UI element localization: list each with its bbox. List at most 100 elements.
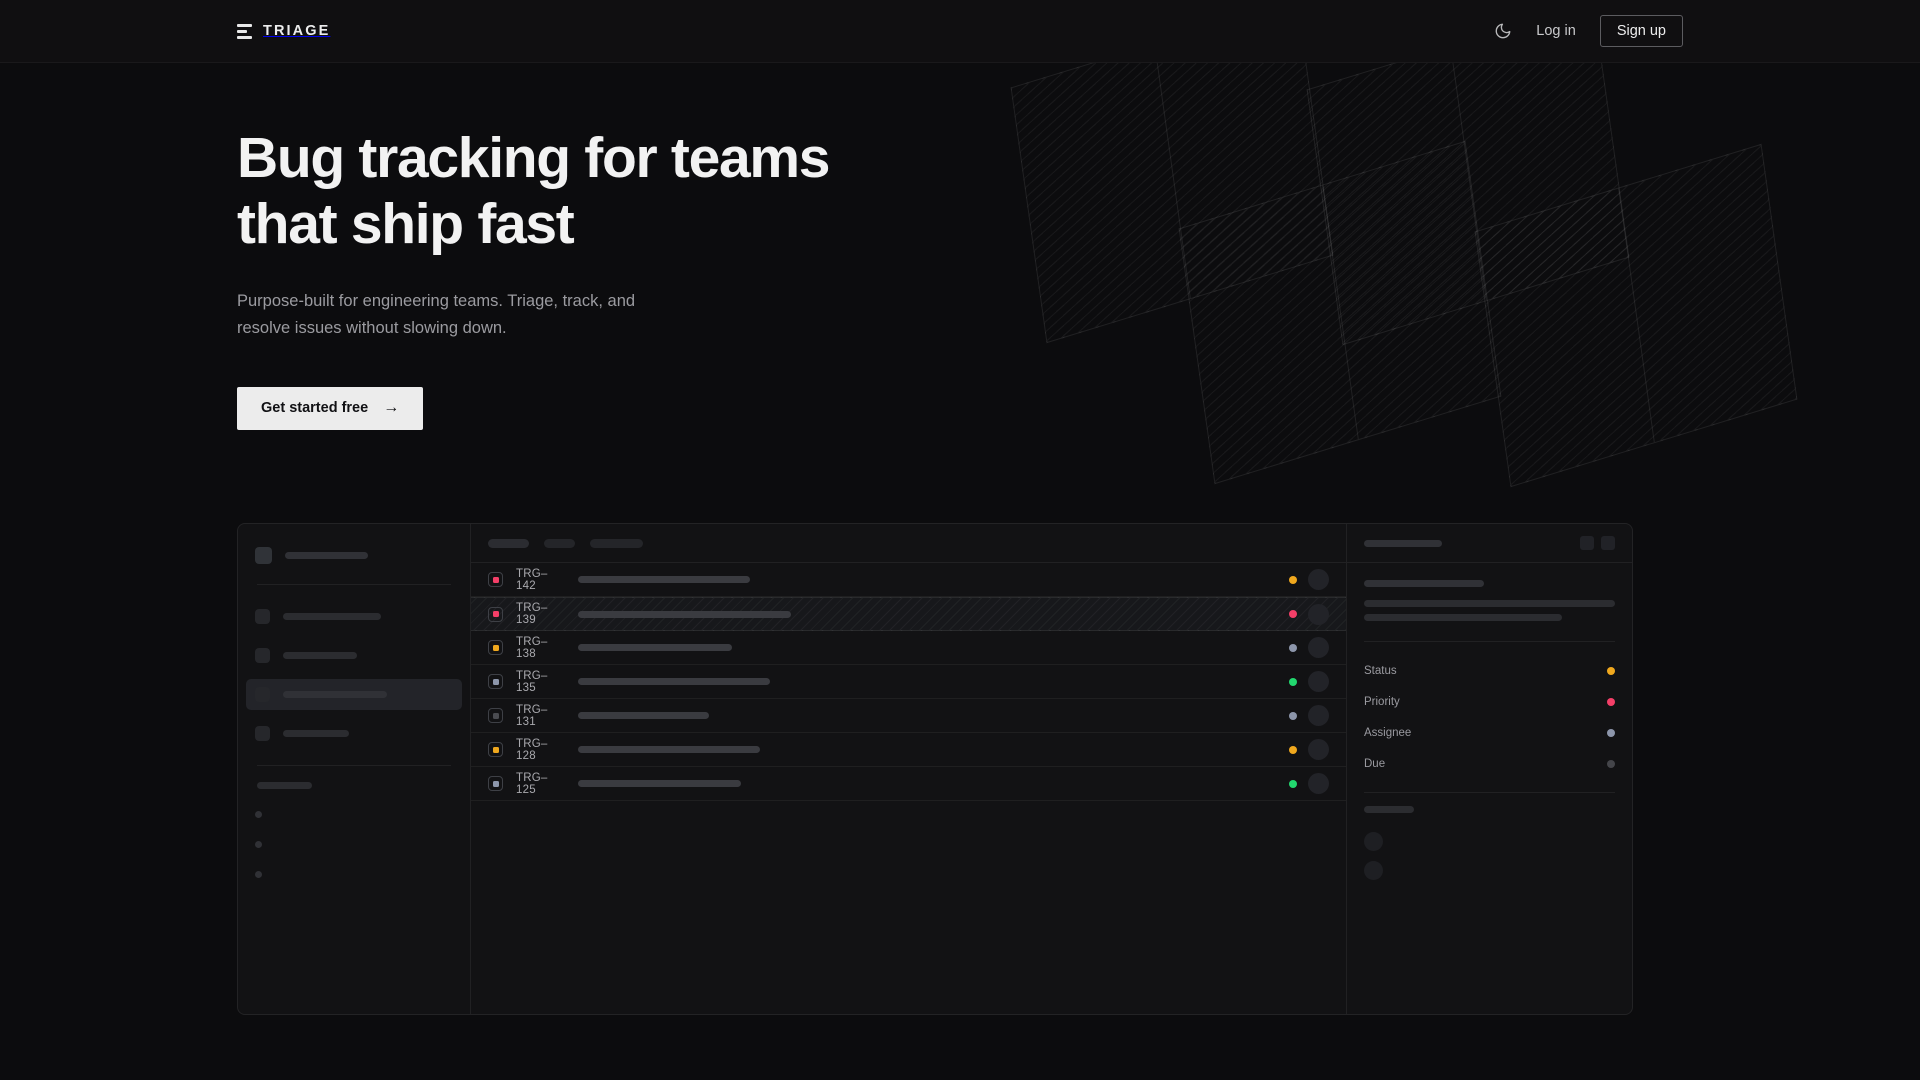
detail-field-value-dot	[1607, 759, 1615, 768]
detail-field-value-dot	[1607, 697, 1615, 706]
detail-field-label: Status	[1364, 664, 1397, 677]
stacked-bars-icon	[237, 23, 252, 39]
sidebar-sublist-item[interactable]	[255, 859, 453, 889]
issue-id: TRG–125	[516, 771, 548, 796]
bullet-icon	[255, 870, 262, 878]
sidebar-sublist	[255, 799, 453, 889]
issue-title-skeleton	[578, 746, 760, 753]
detail-action-button[interactable]	[1580, 536, 1594, 550]
detail-field-label: Due	[1364, 757, 1386, 770]
detail-field[interactable]: Priority	[1364, 686, 1615, 717]
issue-type-icon	[488, 572, 503, 587]
login-link[interactable]: Log in	[1536, 23, 1576, 39]
issue-type-icon	[488, 640, 503, 655]
toolbar-filter-chip[interactable]	[488, 538, 529, 548]
workspace-name-skeleton	[285, 551, 368, 559]
issue-row-meta	[1289, 569, 1329, 590]
sidebar-sublist-item[interactable]	[255, 829, 453, 859]
issue-row-meta	[1289, 671, 1329, 692]
issue-id: TRG–142	[516, 567, 548, 592]
detail-field[interactable]: Status	[1364, 655, 1615, 686]
headline-line-2: that ship fast	[237, 192, 575, 257]
comment-avatars	[1364, 827, 1615, 885]
issue-row[interactable]: TRG–125	[471, 767, 1346, 801]
issue-id: TRG–138	[516, 635, 548, 660]
issue-title-skeleton	[578, 576, 750, 583]
issue-row[interactable]: TRG–138	[471, 631, 1346, 665]
issue-row-meta	[1289, 637, 1329, 658]
issue-list-toolbar	[471, 524, 1346, 563]
detail-field-value-dot	[1607, 666, 1615, 675]
nav-item-label-skeleton	[283, 730, 349, 737]
issue-type-icon	[488, 708, 503, 723]
detail-field[interactable]: Assignee	[1364, 717, 1615, 748]
brand-logo[interactable]: TRIAGE	[237, 23, 330, 39]
issue-status-dot	[1289, 643, 1297, 652]
divider	[257, 584, 451, 585]
issue-row[interactable]: TRG–128	[471, 733, 1346, 767]
avatar[interactable]	[1308, 569, 1329, 590]
signup-button[interactable]: Sign up	[1599, 15, 1683, 47]
issue-list-panel: TRG–142 TRG–139 TRG–138 TRG–135	[471, 524, 1346, 1014]
sidebar-section-label	[257, 782, 312, 789]
sidebar-nav-item[interactable]	[246, 679, 462, 710]
issue-id: TRG–139	[516, 602, 548, 626]
detail-field[interactable]: Due	[1364, 748, 1615, 779]
avatar[interactable]	[1364, 861, 1383, 880]
avatar[interactable]	[1308, 705, 1329, 726]
detail-text-skeleton	[1364, 600, 1615, 607]
issue-title-skeleton	[578, 610, 791, 618]
issue-status-dot	[1289, 779, 1297, 788]
moon-icon[interactable]	[1494, 22, 1512, 40]
issue-detail-panel: Status Priority Assignee Due	[1346, 524, 1632, 1014]
detail-panel-body: Status Priority Assignee Due	[1347, 563, 1632, 902]
nav-item-icon	[255, 609, 270, 624]
issue-type-icon	[488, 674, 503, 689]
issue-row[interactable]: TRG–131	[471, 699, 1346, 733]
avatar[interactable]	[1308, 671, 1329, 692]
avatar[interactable]	[1308, 637, 1329, 658]
nav-item-label-skeleton	[283, 652, 357, 659]
nav-item-label-skeleton	[283, 691, 387, 698]
get-started-button[interactable]: Get started free →	[237, 386, 424, 430]
toolbar-filter-chip[interactable]	[590, 538, 643, 548]
detail-field-label: Assignee	[1364, 726, 1412, 739]
sidebar-nav-item[interactable]	[246, 718, 462, 749]
issue-status-dot	[1289, 711, 1297, 720]
hero-subtitle: Purpose-built for engineering teams. Tri…	[237, 288, 707, 341]
detail-fields: Status Priority Assignee Due	[1364, 655, 1615, 779]
issue-status-dot	[1289, 745, 1297, 754]
issue-status-dot	[1289, 677, 1297, 686]
issue-id: TRG–131	[516, 703, 548, 728]
nav-item-icon	[255, 726, 270, 741]
toolbar-filter-chip[interactable]	[544, 538, 575, 548]
issue-row[interactable]: TRG–139	[471, 597, 1346, 631]
subtitle-line-2: resolve issues without slowing down.	[237, 318, 507, 337]
headline-line-1: Bug tracking for teams	[237, 126, 831, 190]
issue-row-meta	[1289, 739, 1329, 760]
detail-text-skeleton	[1364, 614, 1563, 621]
sidebar-workspace[interactable]	[255, 542, 453, 568]
avatar[interactable]	[1308, 739, 1329, 760]
avatar[interactable]	[1364, 832, 1383, 851]
detail-panel-header	[1347, 524, 1632, 563]
activity-label-skeleton	[1364, 806, 1414, 813]
issue-title-skeleton	[578, 780, 741, 787]
issue-id: TRG–135	[516, 669, 548, 694]
site-header: TRIAGE Log in Sign up	[0, 0, 1920, 63]
detail-title-skeleton	[1364, 539, 1442, 547]
avatar[interactable]	[1308, 603, 1329, 625]
detail-action-button[interactable]	[1601, 536, 1615, 550]
sidebar-nav-item[interactable]	[246, 640, 462, 671]
issue-rows: TRG–142 TRG–139 TRG–138 TRG–135	[471, 563, 1346, 801]
issue-row[interactable]: TRG–142	[471, 563, 1346, 597]
hero-section: Bug tracking for teams that ship fast Pu…	[0, 63, 1920, 430]
avatar[interactable]	[1308, 773, 1329, 794]
issue-row[interactable]: TRG–135	[471, 665, 1346, 699]
workspace-icon	[255, 546, 272, 564]
header-actions: Log in Sign up	[1494, 15, 1683, 47]
sidebar-sublist-item[interactable]	[255, 799, 453, 829]
brand-name: TRIAGE	[263, 23, 331, 39]
divider	[1364, 792, 1615, 793]
sidebar-nav-item[interactable]	[246, 601, 462, 632]
